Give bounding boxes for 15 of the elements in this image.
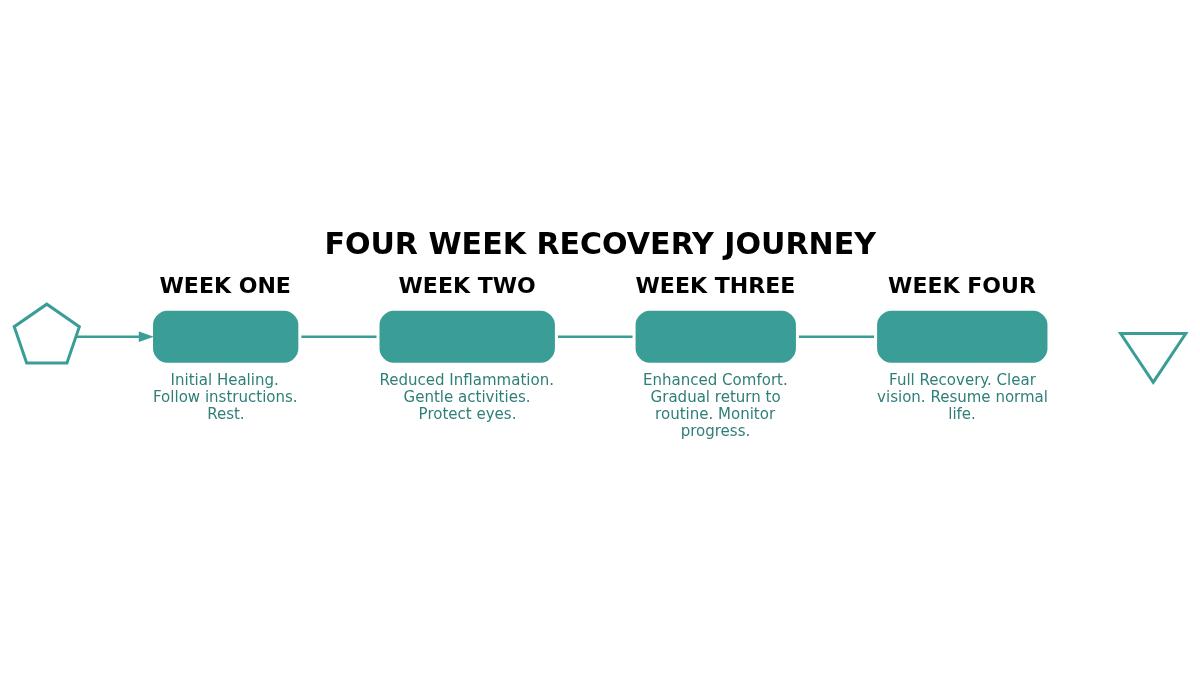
node-shield xyxy=(12,301,82,365)
connector xyxy=(798,335,875,338)
node-label: Reduced Inflammation. Gentle activities. Protect eyes. xyxy=(379,370,554,423)
node-label: Enhanced Comfort. Gradual return to routine. Monitor progress. xyxy=(643,370,788,440)
node-checkmark xyxy=(1117,331,1189,385)
node-label: WEEK TWO xyxy=(398,272,536,298)
connector xyxy=(301,335,377,338)
node-label: WEEK THREE xyxy=(635,272,796,298)
node-label: WEEK FOUR xyxy=(888,272,1036,298)
node-label: Initial Healing. Follow instructions. Rest. xyxy=(153,370,298,423)
diagram-title: FOUR WEEK RECOVERY JOURNEY xyxy=(324,225,877,261)
connector xyxy=(557,335,633,338)
arrow xyxy=(76,330,154,342)
node-label: WEEK ONE xyxy=(159,272,291,298)
node-label: Full Recovery. Clear vision. Resume normal life. xyxy=(877,370,1048,423)
